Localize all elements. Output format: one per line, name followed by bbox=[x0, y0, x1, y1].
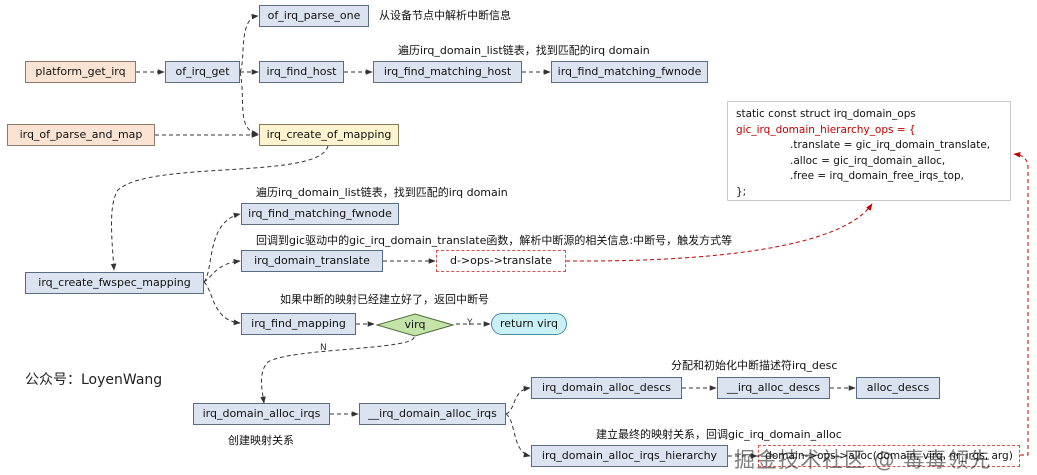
note-traverse-mid: 遍历irq_domain_list链表，找到匹配的irq domain bbox=[256, 186, 508, 199]
edge-of-irq-get-to-create-mapping bbox=[239, 71, 259, 136]
label-yes: Y bbox=[467, 318, 473, 328]
edge-fwspec-to-find-mapping bbox=[203, 281, 241, 326]
code-line-3: .translate = gic_irq_domain_translate, bbox=[790, 139, 991, 151]
code-line-4: .alloc = gic_irq_domain_alloc, bbox=[790, 154, 946, 167]
code-line-5: .free = irq_domain_free_irqs_top, bbox=[790, 170, 964, 182]
note-parse-one: 从设备节点中解析中断信息 bbox=[379, 9, 511, 22]
note-alloc-desc: 分配和初始化中断描述符irq_desc bbox=[671, 359, 838, 372]
node-of-irq-parse-one: of_irq_parse_one bbox=[259, 5, 369, 27]
note-traverse-top: 遍历irq_domain_list链表，找到匹配的irq domain bbox=[398, 44, 650, 57]
code-line-2: gic_irq_domain_hierarchy_ops = { bbox=[736, 123, 916, 136]
red-edge-alloc-to-code bbox=[1013, 152, 1029, 456]
node-return-virq: return virq bbox=[491, 313, 567, 335]
edge-virq-to-alloc-irqs bbox=[260, 336, 415, 404]
note-translate-call: 回调到gic驱动中的gic_irq_domain_translate函数，解析中… bbox=[256, 234, 733, 247]
edge-inner-to-hierarchy bbox=[505, 413, 531, 458]
node-of-irq-get: of_irq_get bbox=[165, 61, 240, 83]
decision-virq-shape bbox=[376, 313, 454, 337]
edge-inner-to-alloc-descs bbox=[505, 385, 531, 415]
code-irq-domain-ops: static const struct irq_domain_ops gic_i… bbox=[727, 101, 1011, 201]
node-irq-of-parse-and-map: irq_of_parse_and_map bbox=[7, 124, 155, 146]
node-platform-get-irq: platform_get_irq bbox=[25, 61, 136, 83]
decision-virq-label: virq bbox=[404, 318, 426, 331]
edge-create-mapping-to-fwspec bbox=[110, 145, 329, 271]
watermark-text: 掘金技术社区 @ 毒毒领先 bbox=[734, 448, 992, 472]
code-line-6: }; bbox=[736, 185, 747, 198]
node-irq-domain-alloc-irqs-hierarchy: irq_domain_alloc_irqs_hierarchy bbox=[531, 445, 728, 467]
label-no: N bbox=[320, 343, 327, 353]
red-edge-translate-to-code bbox=[565, 203, 873, 262]
node-irq-domain-alloc-descs: irq_domain_alloc_descs bbox=[531, 377, 682, 399]
node-__irq-domain-alloc-irqs: __irq_domain_alloc_irqs bbox=[359, 403, 506, 425]
node-irq-find-matching-host: irq_find_matching_host bbox=[373, 61, 522, 83]
node-irq-domain-alloc-irqs: irq_domain_alloc_irqs bbox=[193, 403, 330, 425]
node-irq-domain-translate: irq_domain_translate bbox=[241, 250, 383, 272]
code-line-1: static const struct irq_domain_ops bbox=[736, 108, 916, 120]
node-irq-find-host: irq_find_host bbox=[259, 61, 344, 83]
node-alloc-descs: alloc_descs bbox=[856, 377, 940, 399]
node-irq-create-fwspec-mapping: irq_create_fwspec_mapping bbox=[25, 272, 204, 294]
node-ops-alloc: domain->ops->alloc(domain, virq, nr_irqs… bbox=[758, 445, 1020, 467]
node-__irq-alloc-descs: __irq_alloc_descs bbox=[717, 377, 830, 399]
node-irq-find-mapping: irq_find_mapping bbox=[241, 313, 356, 335]
note-mapping-exists: 如果中断的映射已经建立好了，返回中断号 bbox=[280, 293, 489, 306]
note-create-map: 创建映射关系 bbox=[228, 434, 294, 447]
node-irq-find-matching-fwnode-top: irq_find_matching_fwnode bbox=[551, 61, 708, 83]
edge-of-irq-get-to-parse-one bbox=[239, 13, 259, 73]
note-final-map: 建立最终的映射关系，回调gic_irq_domain_alloc bbox=[596, 428, 842, 441]
edge-fwspec-to-translate bbox=[203, 259, 241, 283]
node-irq-create-of-mapping: irq_create_of_mapping bbox=[259, 124, 399, 146]
brand-loyenwang: 公众号：LoyenWang bbox=[25, 372, 163, 388]
node-ops-translate: d->ops->translate bbox=[436, 250, 566, 272]
node-irq-find-matching-fwnode-mid: irq_find_matching_fwnode bbox=[241, 203, 399, 225]
edge-fwspec-to-fwnode-mid bbox=[203, 212, 241, 283]
